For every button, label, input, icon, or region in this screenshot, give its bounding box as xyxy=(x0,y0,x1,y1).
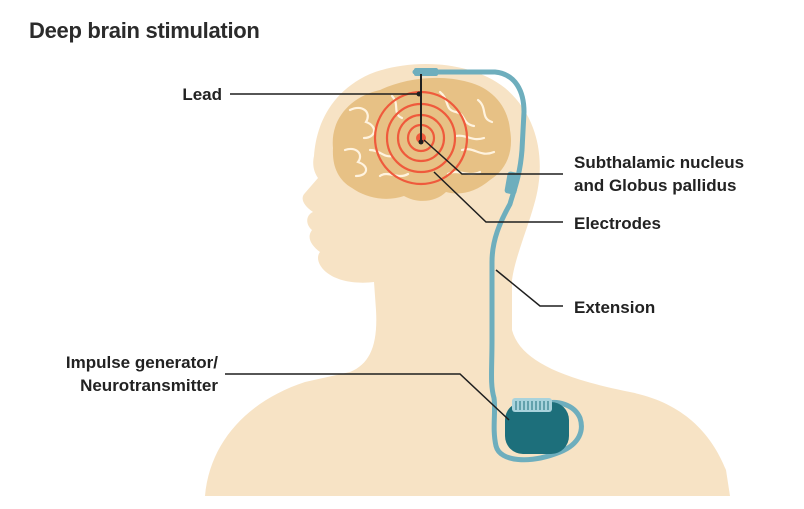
label-generator-line2: Neurotransmitter xyxy=(80,376,218,395)
impulse-generator xyxy=(505,398,569,454)
lead-leader-dot xyxy=(417,92,422,97)
label-generator-line1: Impulse generator/ xyxy=(66,353,218,372)
diagram-title: Deep brain stimulation xyxy=(29,18,260,44)
label-target-line2: and Globus pallidus xyxy=(574,176,736,195)
lead-cap xyxy=(414,68,438,76)
label-electrodes: Electrodes xyxy=(574,214,661,233)
lead-tip xyxy=(419,140,424,145)
label-extension: Extension xyxy=(574,298,655,317)
label-lead: Lead xyxy=(182,85,222,104)
label-target-line1: Subthalamic nucleus xyxy=(574,153,744,172)
